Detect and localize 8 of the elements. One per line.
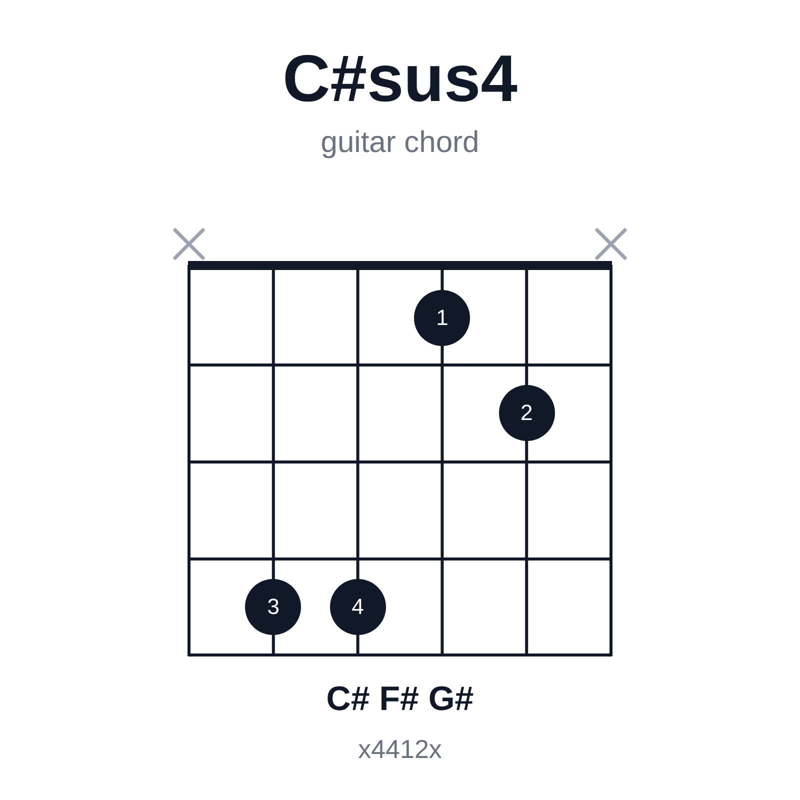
finger-dot: 1 [414,290,470,346]
finger-dot: 4 [330,579,386,635]
finger-dot: 2 [498,385,555,441]
fingering-code: x4412x [358,734,442,764]
chord-title: C#sus4 [282,41,518,115]
finger-dot: 3 [245,579,302,635]
subtitle: guitar chord [320,126,480,159]
note-names: C# F# G# [326,680,474,718]
